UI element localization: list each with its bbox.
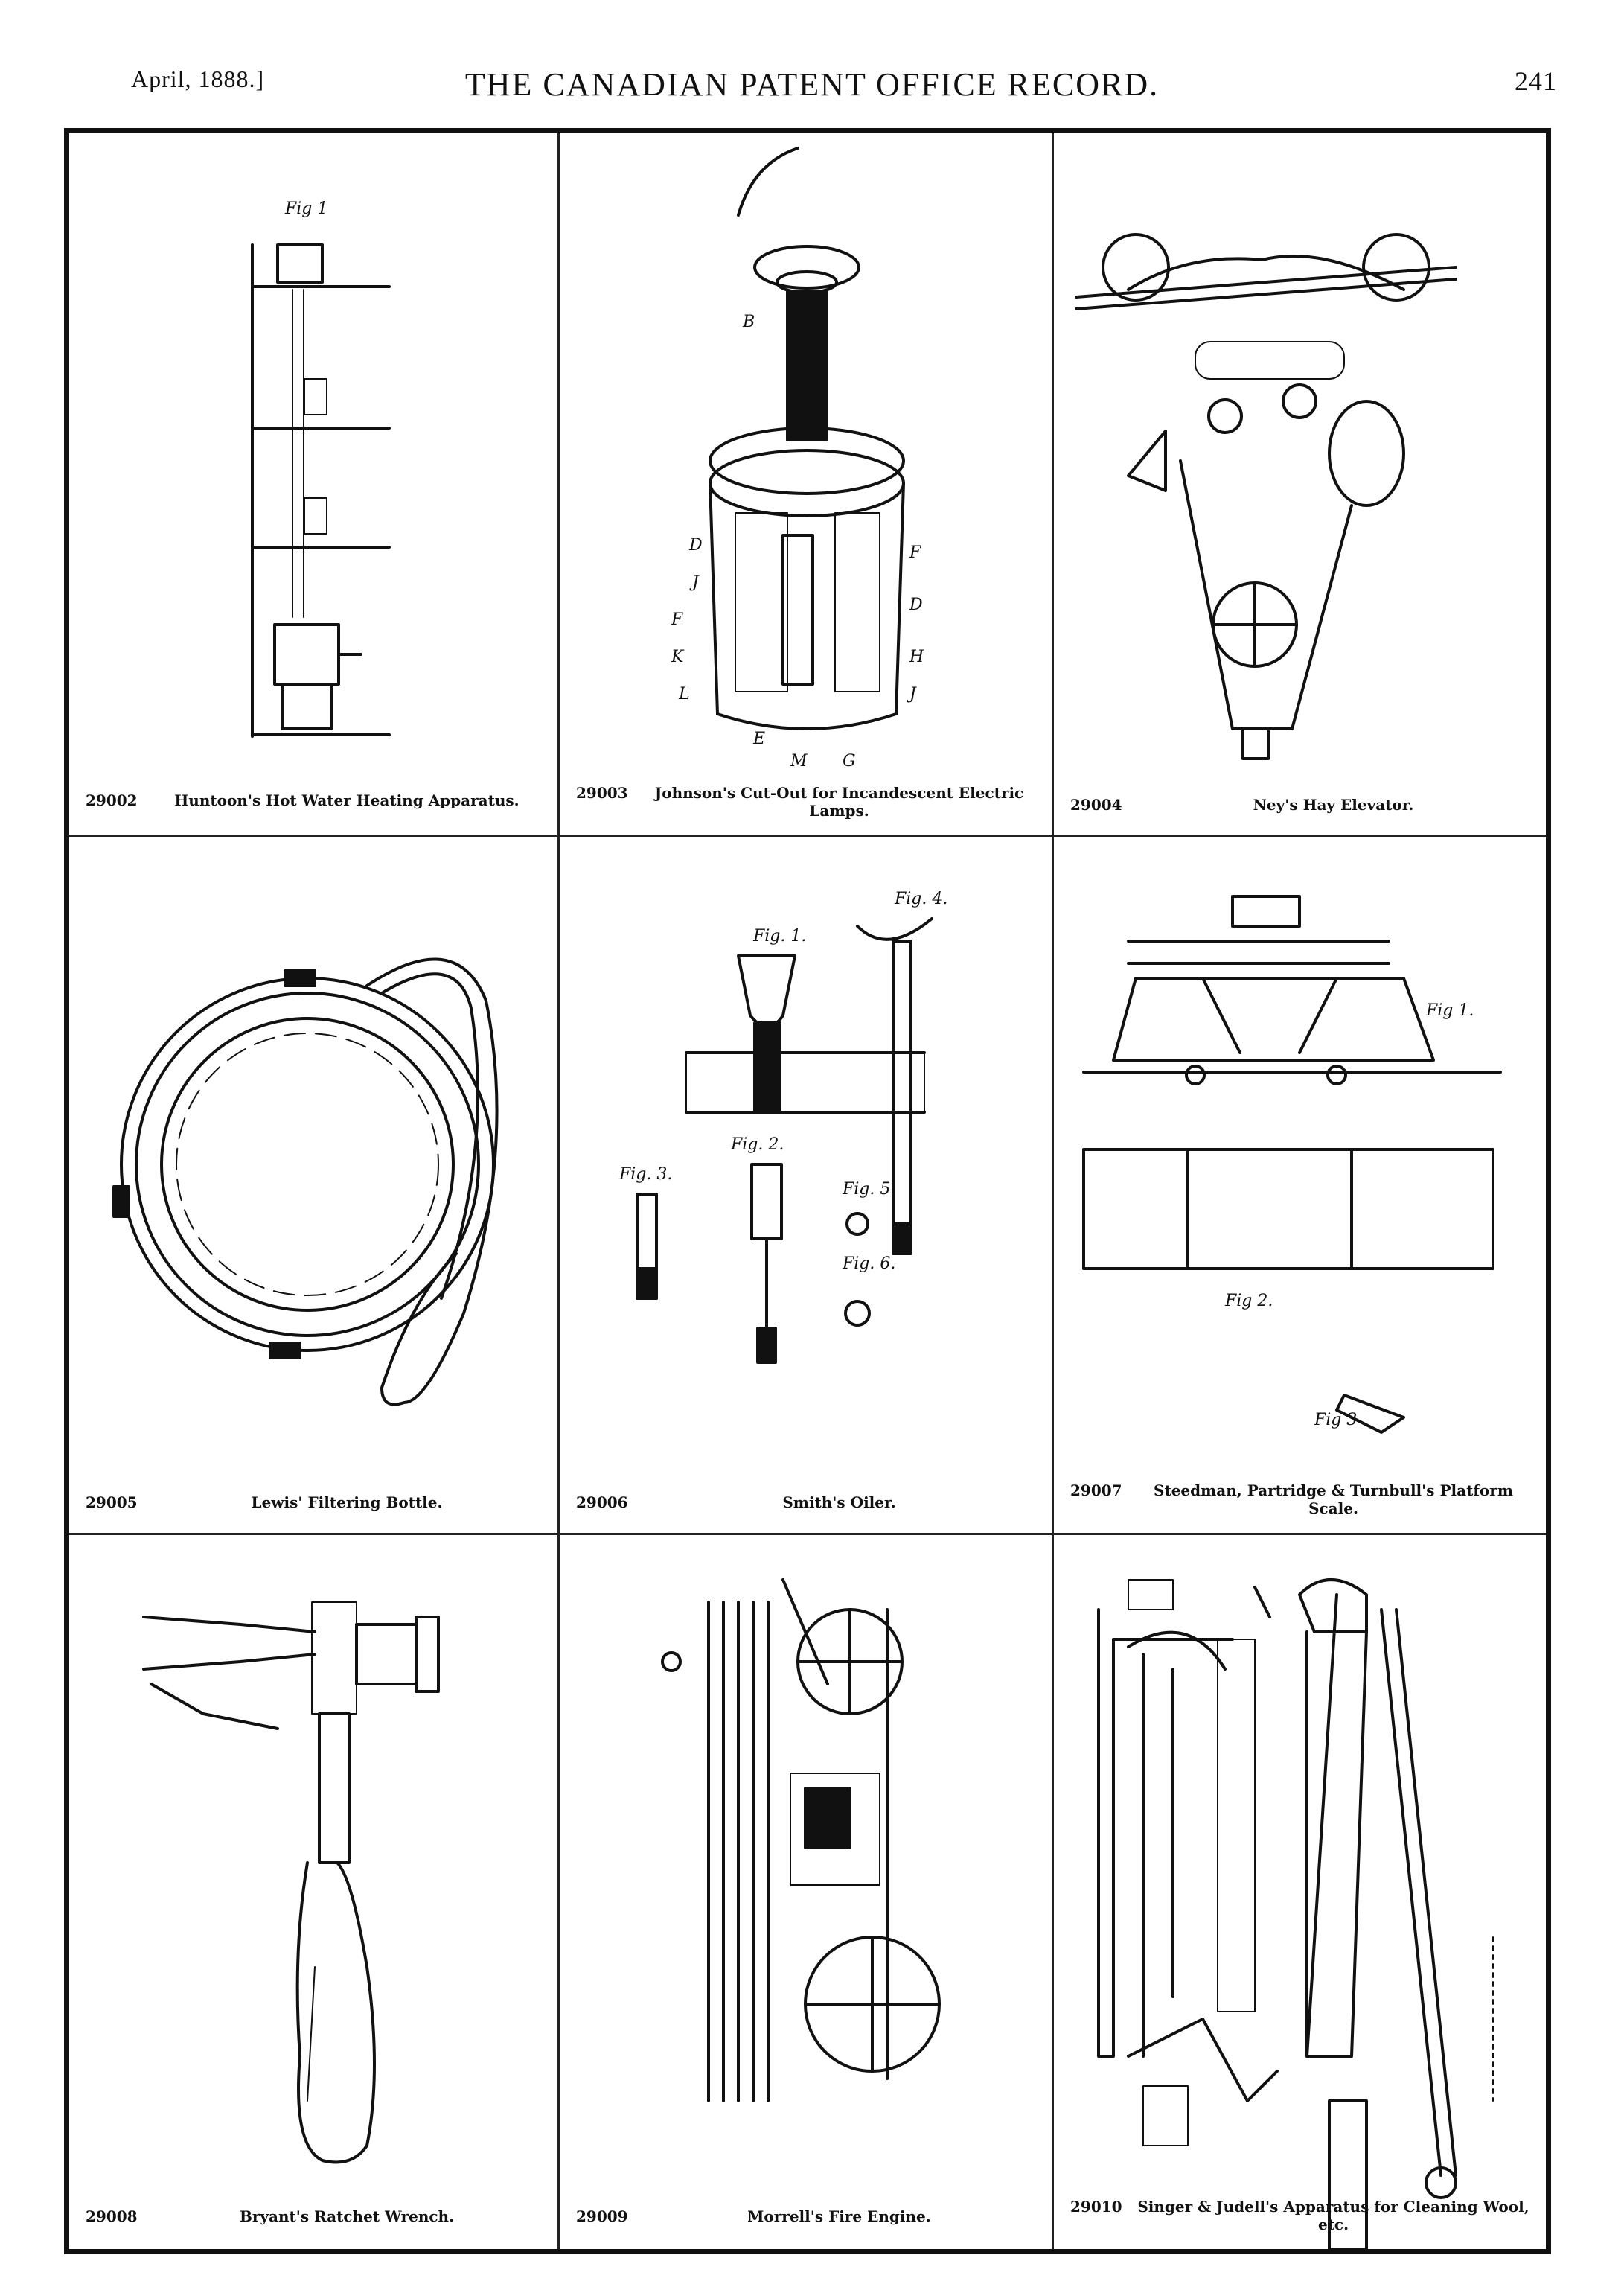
svg-text:Fig. 3.: Fig. 3. [618, 1165, 672, 1184]
patent-number: 29008 [86, 2207, 138, 2225]
figure-oiler: Fig. 1. Fig. 4. Fig. 2. Fig. 3. Fig. 5 F… [618, 890, 947, 1364]
svg-text:L: L [678, 685, 690, 704]
page-number: 241 [1515, 66, 1557, 96]
patent-title: Smith's Oiler. [782, 1493, 896, 1511]
caption-29010: 29010 Singer & Judell's Apparatus for Cl… [1070, 2198, 1529, 2233]
svg-text:G: G [843, 752, 856, 771]
figure-hot-water-heating-apparatus: Fig 1 [251, 200, 391, 738]
patent-title: Steedman, Partridge & Turnbull's Platfor… [1154, 1482, 1513, 1517]
patent-number: 29002 [86, 791, 138, 809]
svg-text:Fig. 4.: Fig. 4. [894, 890, 947, 908]
patent-number: 29007 [1070, 1482, 1122, 1499]
page-title: THE CANADIAN PATENT OFFICE RECORD. [464, 66, 1160, 103]
svg-text:B: B [742, 313, 755, 331]
patent-number: 29006 [576, 1493, 628, 1511]
patent-number: 29005 [86, 1493, 138, 1511]
svg-text:M: M [790, 752, 808, 771]
patent-grid: Fig 1 29002 Huntoon's Hot Water Heating … [64, 128, 1551, 2254]
patent-title: Johnson's Cut-Out for Incandescent Elect… [654, 784, 1024, 820]
patent-cell-29007: Fig 1. Fig 2. Fig 3 29007 Steedman, Part… [1054, 837, 1546, 1533]
figure-fire-engine [661, 1578, 941, 2102]
svg-text:E: E [752, 730, 765, 748]
patent-cell-29005: 29005 Lewis' Filtering Bottle. [69, 837, 557, 1533]
patent-cell-29003: B D J F K L F D H J E M G 29003 Johnson'… [560, 133, 1052, 835]
patent-title: Morrell's Fire Engine. [747, 2207, 931, 2225]
svg-text:K: K [671, 648, 685, 666]
svg-text:F: F [909, 543, 921, 562]
figure-ratchet-wrench [142, 1601, 440, 2164]
caption-29009: 29009 Morrell's Fire Engine. [576, 2207, 1035, 2225]
svg-text:J: J [689, 573, 700, 592]
svg-text:D: D [688, 536, 703, 555]
caption-29004: 29004 Ney's Hay Elevator. [1070, 796, 1529, 814]
patent-cell-29009: 29009 Morrell's Fire Engine. [560, 1535, 1052, 2250]
svg-text:Fig. 1.: Fig. 1. [752, 927, 806, 945]
patent-title: Huntoon's Hot Water Heating Apparatus. [174, 791, 520, 809]
patent-title: Bryant's Ratchet Wrench. [239, 2207, 455, 2225]
figure-platform-scale: Fig 1. Fig 2. Fig 3 [1082, 895, 1502, 1434]
svg-text:J: J [907, 685, 917, 704]
patent-cell-29006: Fig. 1. Fig. 4. Fig. 2. Fig. 3. Fig. 5 F… [560, 837, 1052, 1533]
svg-text:Fig 1: Fig 1 [284, 200, 327, 218]
caption-29007: 29007 Steedman, Partridge & Turnbull's P… [1070, 1482, 1529, 1517]
caption-29003: 29003 Johnson's Cut-Out for Incandescent… [576, 784, 1035, 820]
caption-29002: 29002 Huntoon's Hot Water Heating Appara… [86, 791, 541, 809]
patent-title: Lewis' Filtering Bottle. [251, 1493, 443, 1511]
patent-cell-29008: 29008 Bryant's Ratchet Wrench. [69, 1535, 557, 2250]
patent-cell-29004: 29004 Ney's Hay Elevator. [1054, 133, 1546, 835]
svg-text:Fig. 2.: Fig. 2. [730, 1135, 784, 1154]
row-divider [69, 1533, 1546, 1535]
svg-text:Fig 2.: Fig 2. [1224, 1292, 1273, 1310]
caption-29005: 29005 Lewis' Filtering Bottle. [86, 1493, 541, 1511]
figure-filtering-bottle [112, 957, 499, 1406]
figure-hay-elevator [1075, 233, 1457, 760]
svg-text:F: F [671, 610, 683, 629]
patent-cell-29002: Fig 1 29002 Huntoon's Hot Water Heating … [69, 133, 557, 835]
figure-wool-cleaning-apparatus [1097, 1578, 1494, 2250]
svg-text:Fig 1.: Fig 1. [1425, 1001, 1474, 1020]
caption-29006: 29006 Smith's Oiler. [576, 1493, 1035, 1511]
figure-electric-lamp-cut-out: B D J F K L F D H J E M G [671, 147, 924, 771]
caption-29008: 29008 Bryant's Ratchet Wrench. [86, 2207, 541, 2225]
patent-number: 29009 [576, 2207, 628, 2225]
svg-text:H: H [909, 648, 924, 666]
svg-text:D: D [909, 596, 923, 614]
patent-number: 29003 [576, 784, 628, 802]
row-divider [69, 835, 1546, 837]
svg-text:Fig. 5: Fig. 5 [842, 1180, 890, 1199]
column-divider [557, 133, 560, 2249]
patent-title: Singer & Judell's Apparatus for Cleaning… [1137, 2198, 1529, 2233]
patent-title: Ney's Hay Elevator. [1253, 796, 1414, 814]
patent-number: 29004 [1070, 796, 1122, 814]
column-divider [1052, 133, 1054, 2249]
header-date: April, 1888.] [131, 66, 265, 92]
svg-text:Fig. 6.: Fig. 6. [842, 1254, 895, 1273]
patent-cell-29010: 29010 Singer & Judell's Apparatus for Cl… [1054, 1535, 1546, 2250]
svg-text:Fig 3: Fig 3 [1314, 1411, 1357, 1429]
patent-number: 29010 [1070, 2198, 1122, 2216]
